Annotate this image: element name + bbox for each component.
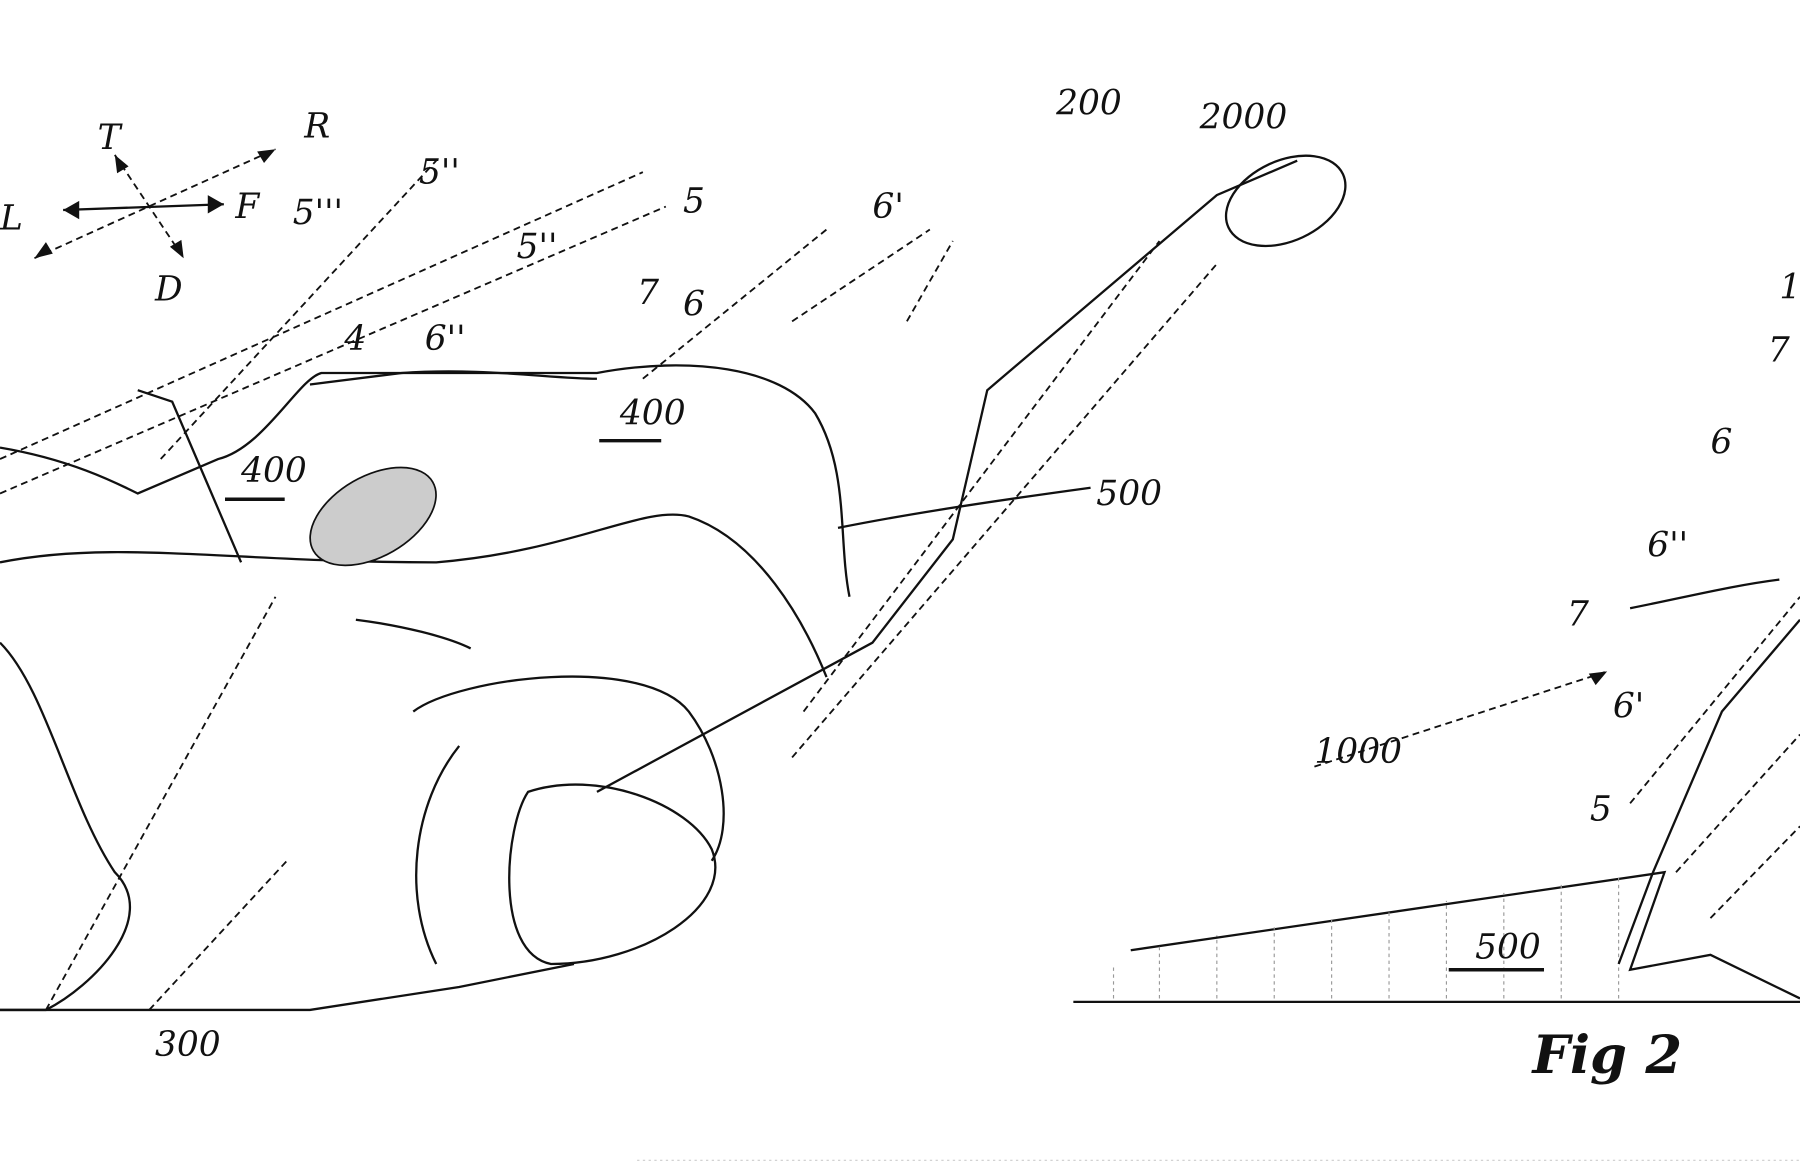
ref-label: 6'' [425,319,466,359]
ref-label: 300 [155,1025,221,1065]
direction-label-front: F [234,187,260,227]
ref-label: 500 [1096,474,1162,514]
direction-indicator [34,148,276,260]
ref-label: 1 [1779,267,1800,307]
vehicle-outline [0,154,1347,1012]
ref-label: 5'' [517,227,558,267]
headlight [309,466,437,567]
ref-label: 6' [872,187,903,227]
direction-label-left: L [0,199,23,239]
direction-label-rear: R [303,107,330,147]
ref-label: 6 [1710,422,1732,462]
ref-label: 5''' [293,193,343,233]
ref-label: 5 [1590,790,1612,830]
ref-label: 7 [637,273,659,313]
ref-label: 400 [240,451,307,491]
ref-label: 7 [1768,331,1790,371]
ref-label: 6' [1613,686,1644,726]
ref-label: 7 [1567,594,1589,634]
ref-label: 2000 [1199,98,1288,138]
figure-title: Fig 2 [1531,1024,1683,1086]
ref-label: 400 [619,394,686,434]
ramp-outline [1073,578,1800,1004]
ref-label: 1000 [1314,732,1402,772]
direction-label-top: T [98,118,124,158]
direction-label-down: D [154,270,183,310]
ref-label: 5 [683,181,705,221]
ref-label: 200 [1055,84,1122,124]
ref-label: 4 [343,319,366,359]
ref-label: 5'' [419,153,460,193]
ref-label: 500 [1475,927,1541,967]
ref-label: 6 [683,285,705,325]
ref-label: 6'' [1647,526,1688,566]
